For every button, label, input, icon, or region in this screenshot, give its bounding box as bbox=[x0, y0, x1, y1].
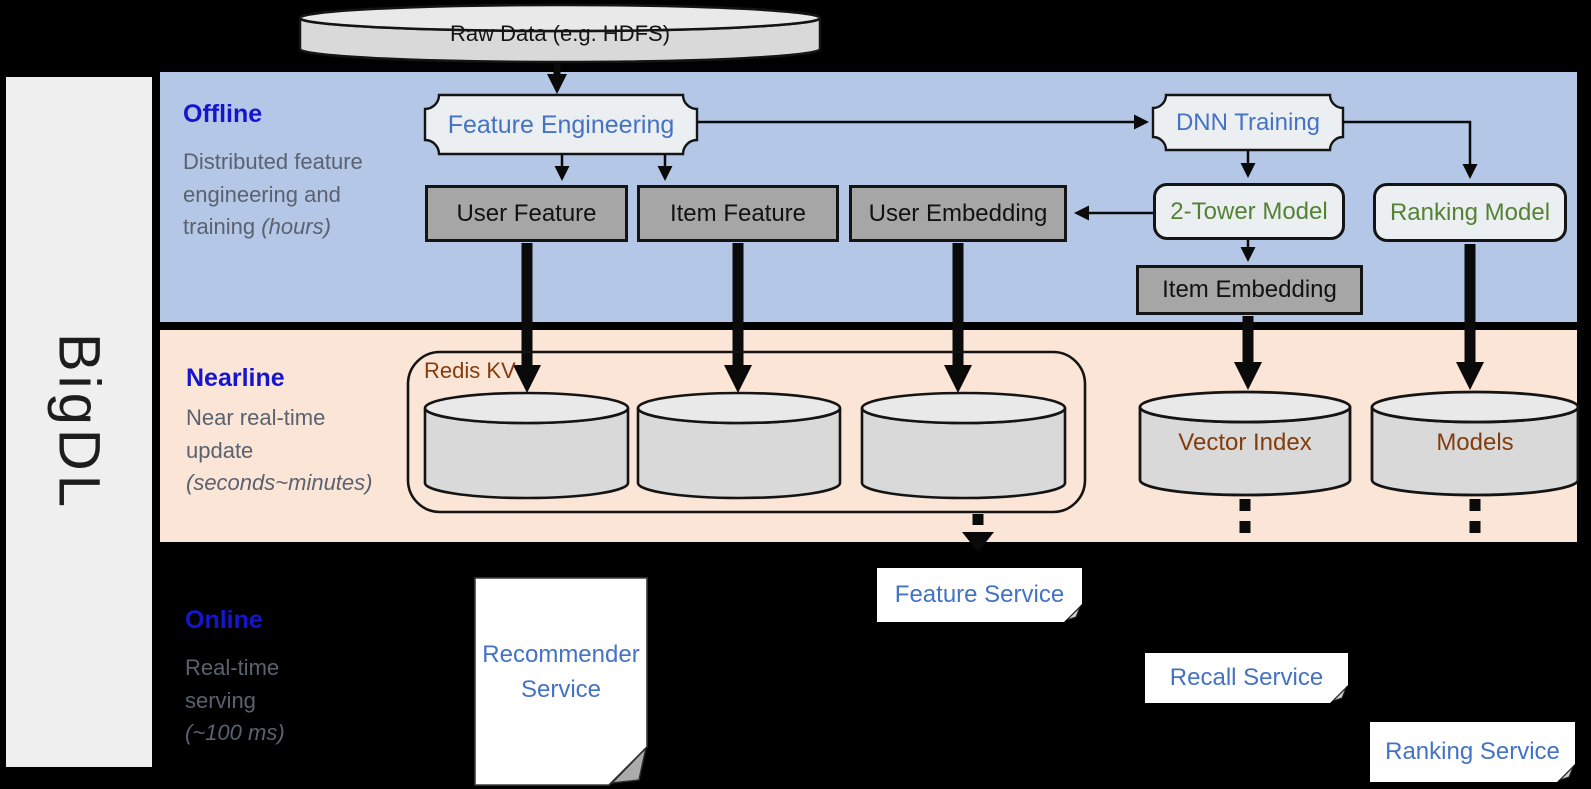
redis-cylinder-1 bbox=[423, 391, 630, 500]
models-cylinder bbox=[1370, 390, 1580, 497]
feature-engineering-label: Feature Engineering bbox=[447, 110, 675, 139]
two-tower-model-box: 2-Tower Model bbox=[1153, 183, 1345, 240]
item-embedding-box: Item Embedding bbox=[1136, 265, 1363, 315]
recommender-service-document bbox=[474, 577, 648, 786]
redis-cylinder-3 bbox=[860, 391, 1067, 500]
vector-index-cylinder bbox=[1138, 390, 1352, 497]
redis-kv-container bbox=[406, 350, 1087, 514]
folded-corner-icon bbox=[1330, 685, 1348, 703]
online-title: Online bbox=[185, 606, 263, 634]
dnn-training-shape bbox=[1151, 93, 1345, 152]
feature-service-label: Feature Service bbox=[894, 581, 1065, 608]
raw-data-label: Raw Data (e.g. HDFS) bbox=[449, 21, 671, 46]
redis-kv-label: Redis KV bbox=[424, 358, 516, 383]
dnn-training-label: DNN Training bbox=[1175, 108, 1321, 136]
recommender-service-label: Recommender Service bbox=[482, 641, 640, 703]
feature-engineering-shape bbox=[423, 93, 699, 156]
item-feature-box: Item Feature bbox=[637, 185, 839, 242]
ranking-model-box: Ranking Model bbox=[1373, 183, 1567, 242]
bigdl-sidebar: BigDL bbox=[6, 77, 152, 767]
folded-corner-icon bbox=[1064, 604, 1082, 622]
offline-duration-note: (hours) bbox=[255, 214, 331, 240]
nearline-duration-note: (seconds~minutes) bbox=[186, 470, 373, 496]
folded-corner-icon bbox=[1557, 764, 1575, 782]
offline-description: Distributed feature engineering and trai… bbox=[183, 149, 363, 240]
nearline-title: Nearline bbox=[186, 364, 285, 392]
offline-title: Offline bbox=[183, 100, 263, 128]
bigdl-label: BigDL bbox=[46, 333, 112, 511]
user-feature-box: User Feature bbox=[425, 185, 628, 242]
online-duration-note: (~100 ms) bbox=[185, 720, 285, 746]
online-description: Real-time serving (~100 ms) bbox=[185, 655, 285, 746]
user-embedding-box: User Embedding bbox=[849, 185, 1067, 242]
raw-data-cylinder bbox=[298, 3, 822, 64]
recall-service-box: Recall Service bbox=[1145, 653, 1348, 703]
recall-service-label: Recall Service bbox=[1169, 664, 1324, 691]
dashed-arrowhead-feature-service bbox=[962, 532, 994, 552]
nearline-description: Near real-time update (seconds~minutes) bbox=[186, 405, 373, 496]
ranking-service-label: Ranking Service bbox=[1385, 738, 1560, 765]
models-label: Models bbox=[1436, 429, 1514, 456]
vector-index-label: Vector Index bbox=[1178, 429, 1312, 456]
redis-cylinder-2 bbox=[636, 391, 842, 500]
document-folded-corner bbox=[610, 745, 648, 784]
ranking-service-box: Ranking Service bbox=[1370, 722, 1575, 782]
arrow-dnn-training-to-ranking-model bbox=[1343, 120, 1478, 179]
feature-service-box: Feature Service bbox=[877, 568, 1082, 622]
